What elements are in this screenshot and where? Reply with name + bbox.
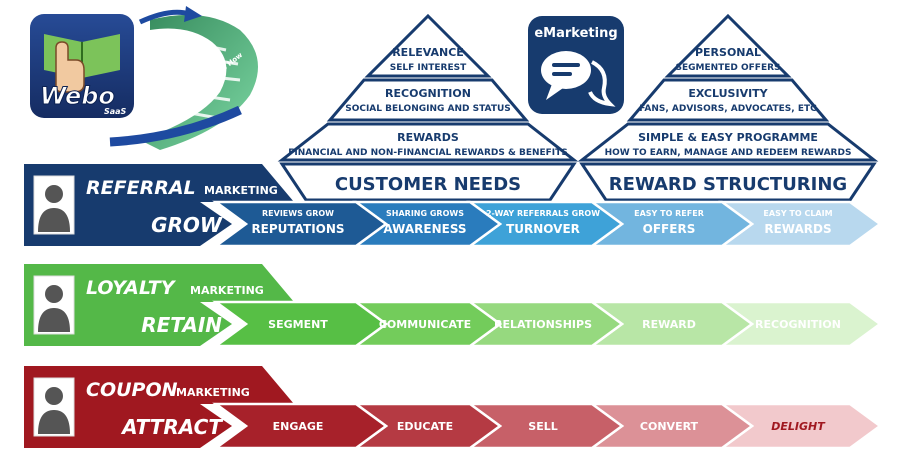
marketing-rows: REFERRAL MARKETING GROW REVIEWS GROW REPUTAT… [24,164,883,450]
row-step-caption: SHARING GROWS [386,209,464,218]
row-title: COUPON [86,379,178,401]
row-header-tab [24,264,294,302]
logo-brand: Webo [40,82,115,110]
person-silhouette-icon [33,175,75,235]
pyramid-tier-shape [577,122,879,162]
hand-book-icon [44,34,120,93]
emarketing-badge: eMarketing [528,16,624,114]
row-step-chevron [212,200,389,248]
pyramid-tier-title: PERSONAL [695,46,761,59]
row-step-label: REWARDS [764,222,831,236]
row-step-label: REPUTATIONS [251,222,344,236]
pyramid-tier-subtitle: FINANCIAL AND NON-FINANCIAL REWARDS & BE… [288,148,568,158]
pyramid-tier-shape [364,13,492,78]
row-verb: RETAIN [141,313,222,337]
row-step-caption: 2-WAY REFERRALS GROW [486,209,600,218]
row-step-label: RELATIONSHIPS [494,318,592,331]
row-header-tab [24,164,294,202]
row-step-chevron [212,300,389,348]
row-step-label: DELIGHT [771,420,826,433]
row-title: LOYALTY [86,277,177,299]
pyramid-tier-shape [664,13,792,78]
row-step-label: COMMUNICATE [379,318,471,331]
row-step-label: TURNOVER [506,222,580,236]
row-step-caption: EASY TO CLAIM [763,209,832,218]
row-step-label: REWARD [642,318,696,331]
row-verb: GROW [151,213,223,237]
pyramid-tier-subtitle: SELF INTEREST [390,63,467,73]
pyramid-tier-subtitle: HOW TO EARN, MANAGE AND REDEEM REWARDS [605,148,852,158]
chat-bubbles-icon [541,51,616,107]
pyramid-tier-title: RELEVANCE [392,46,464,59]
row-step-label: OFFERS [643,222,696,236]
pyramid-tier-title: SIMPLE & EASY PROGRAMME [638,131,818,144]
webo-logo: Webo SaaS [30,14,134,118]
row-main-body [24,302,232,346]
row-header-tab [24,366,294,404]
pyramid-base-shape [579,162,877,202]
row-title-suffix: MARKETING [176,386,250,399]
row-step-label: SELL [528,420,557,433]
emarketing-label: eMarketing [534,26,617,41]
row-step-caption: REVIEWS GROW [262,209,334,218]
pyramid-tier-title: EXCLUSIVITY [688,87,768,100]
pyramid-base-shape [279,162,577,202]
row-main-body [24,202,232,246]
row-step-label: ENGAGE [273,420,324,433]
pyramid-tier-shape [277,122,579,162]
row-title-suffix: MARKETING [204,184,278,197]
row-loyalty: LOYALTY MARKETING RETAIN SEGMENT COMMUNICATE… [24,264,883,348]
pyramid-tier-subtitle: SOCIAL BELONGING AND STATUS [345,104,511,114]
pyramid-tier-subtitle: FANS, ADVISORS, ADVOCATES, ETC [639,104,817,114]
row-title-suffix: MARKETING [190,284,264,297]
row-step-label: CONVERT [640,420,699,433]
row-title: REFERRAL [86,177,196,199]
row-referral: REFERRAL MARKETING GROW REVIEWS GROW REPUTAT… [24,164,883,248]
reward-structuring-pyramid: PERSONAL SEGMENTED OFFERS EXCLUSIVITY FANS,… [577,13,879,202]
pyramid-tier-shape [626,78,830,122]
row-main-body [24,404,232,448]
logo-sub: SaaS [104,107,127,116]
pyramid-base-label: CUSTOMER NEEDS [335,174,521,195]
person-silhouette-icon [33,377,75,437]
row-step-label: EDUCATE [397,420,453,433]
pyramid-tier-title: RECOGNITION [385,87,471,100]
pyramid-tier-subtitle: SEGMENTED OFFERS [675,63,780,73]
row-verb: ATTRACT [120,415,223,439]
row-step-label: AWARENESS [383,222,466,236]
row-step-label: RECOGNITION [755,318,841,331]
pyramid-tier-title: REWARDS [397,131,459,144]
person-silhouette-icon [33,275,75,335]
row-step-caption: EASY TO REFER [634,209,704,218]
pyramid-tier-shape [326,78,530,122]
row-step-label: SEGMENT [268,318,328,331]
row-step-chevron [212,402,389,450]
pyramid-base-label: REWARD STRUCTURING [609,174,847,195]
customer-needs-pyramid: RELEVANCE SELF INTEREST RECOGNITION SOCIAL … [277,13,579,202]
